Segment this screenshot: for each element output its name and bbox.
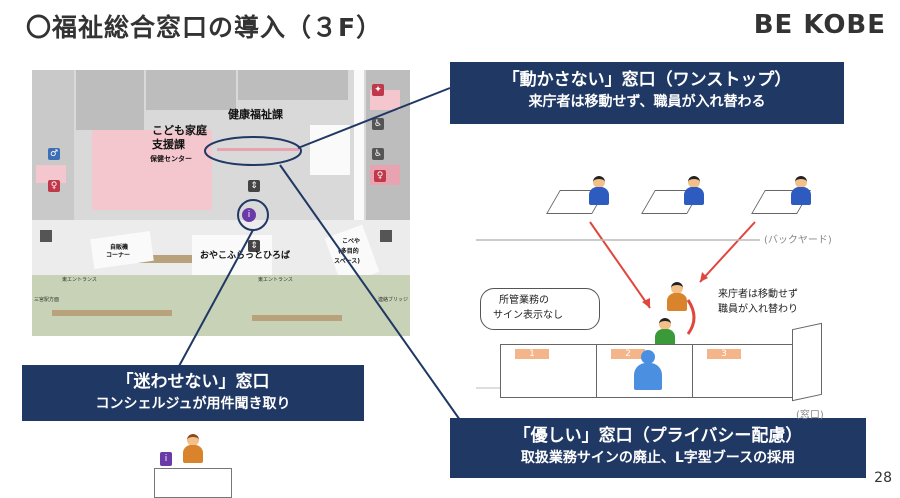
concierge-person [182, 434, 204, 464]
concierge-illustration: i [154, 430, 232, 498]
staff-icon [588, 176, 610, 206]
arrow-head [642, 298, 650, 308]
room-block [146, 70, 236, 110]
kodomo-label-2: 支援課 [152, 138, 185, 151]
banner-no-confuse: 「迷わせない」窓口 コンシェルジュが用件聞き取り [22, 365, 364, 421]
visitor-icon [634, 350, 662, 390]
bench [96, 255, 216, 263]
page-number: 28 [874, 470, 892, 486]
sign-note-bubble: 所管業務の サイン表示なし [480, 288, 600, 330]
sign-note-line1: 所管業務の [499, 295, 549, 306]
bench [252, 315, 342, 321]
banner-gentle-title: 「優しい」窓口（プライバシー配慮） [513, 426, 803, 446]
highlight-circle [237, 199, 269, 231]
concierge-desk [154, 468, 232, 498]
staff-icon [790, 176, 812, 206]
purpose-label-1: こべや [342, 238, 361, 245]
banner-no-move-title: 「動かさない」窓口（ワンストップ） [502, 70, 792, 90]
corridor [354, 70, 364, 220]
vending-label-1: 自販機 [110, 244, 129, 251]
booth-3: 3 [692, 344, 796, 398]
callout-line [297, 87, 451, 149]
arrow-head [700, 272, 708, 282]
elevator-icon: ⇕ [248, 240, 260, 252]
terrace [32, 275, 410, 336]
restroom-icon: ♂ [48, 148, 60, 160]
restroom-icon: ✦ [372, 84, 384, 96]
restroom-icon: ♀ [48, 180, 60, 192]
staff-icon [654, 318, 676, 348]
info-sign-icon: i [160, 452, 172, 466]
callout-line [279, 164, 461, 421]
hoken-center-label: 保健センター [150, 155, 192, 163]
booth-number: 2 [611, 349, 645, 359]
entrance-label: 東エントランス [62, 277, 97, 283]
arrow [589, 221, 651, 309]
restroom-icon: ♀ [374, 170, 386, 182]
banner-gentle: 「優しい」窓口（プライバシー配慮） 取扱業務サインの廃止、L字型ブースの採用 [450, 418, 866, 478]
booth-1: 1 [500, 344, 604, 398]
room-block [238, 70, 348, 100]
kodomo-label-1: こども家庭 [152, 124, 207, 137]
brand-logo: BE KOBE [753, 10, 886, 40]
swap-arrow [686, 299, 696, 335]
banner-no-confuse-sub: コンシェルジュが用件聞き取り [95, 396, 291, 412]
purpose-label-2: (多目的 [338, 248, 359, 255]
visitor-note-line2: 職員が入れ替わり [718, 304, 798, 315]
restroom-area [36, 165, 66, 183]
vending-label-2: コーナー [106, 252, 131, 259]
window-label: (窓口) [796, 410, 824, 421]
kodomo-area [92, 130, 212, 210]
floor-plan: ✦ ♿ ♿ ♀ ♂ ♀ ⇕ ⇕ i 健康福祉課 こども家庭 支援課 保健センター… [32, 70, 410, 336]
highlight-ellipse [204, 136, 302, 166]
accessible-icon: ♿ [372, 148, 384, 160]
banner-gentle-sub: 取扱業務サインの廃止、L字型ブースの採用 [520, 450, 796, 466]
booth-number: 3 [707, 349, 741, 359]
kenko-fukushi-label: 健康福祉課 [228, 108, 283, 121]
info-icon: i [242, 208, 256, 222]
staff-icon [683, 176, 705, 206]
room-block [76, 70, 144, 130]
entrance-label: 連絡ブリッジ [378, 297, 409, 303]
banner-no-move: 「動かさない」窓口（ワンストップ） 来庁者は移動せず、職員が入れ替わる [450, 62, 844, 124]
backyard-label: (バックヤード) [764, 235, 832, 246]
stairs-icon [40, 230, 52, 242]
booth-wall [792, 322, 822, 402]
stairs-icon [380, 230, 392, 242]
accessible-icon: ♿ [372, 118, 384, 130]
elevator-icon: ⇕ [248, 180, 260, 192]
booth-number: 1 [515, 349, 549, 359]
slide-title: 〇福祉総合窓口の導入（３F） [26, 13, 383, 42]
sign-note-line2: サイン表示なし [493, 310, 563, 321]
banner-no-confuse-title: 「迷わせない」窓口 [116, 372, 270, 392]
entrance-label: 三宮駅方面 [34, 297, 60, 303]
counter-line [217, 148, 299, 151]
staff-icon [666, 282, 688, 312]
room-block [32, 70, 74, 220]
visitor-note-line1: 来庁者は移動せず [718, 289, 798, 300]
oyako-label: おやこふらっとひろば [200, 251, 291, 261]
office-area [310, 125, 350, 175]
bench [52, 310, 172, 316]
banner-no-move-sub: 来庁者は移動せず、職員が入れ替わる [528, 94, 766, 110]
arrow [699, 221, 756, 283]
entrance-label: 東エントランス [258, 277, 293, 283]
callout-line [177, 229, 254, 369]
